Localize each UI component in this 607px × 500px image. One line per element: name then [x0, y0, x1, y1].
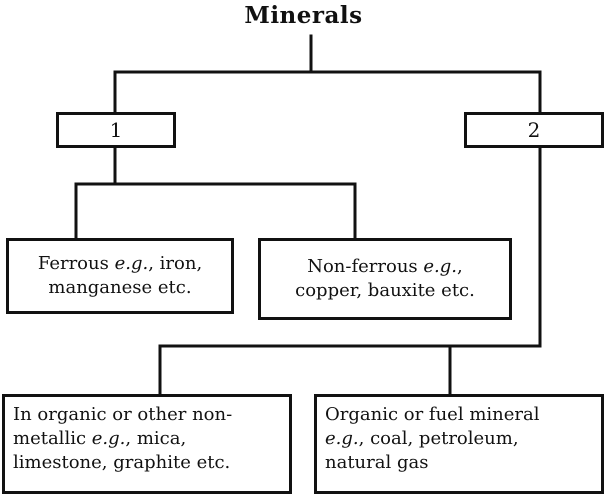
non-ferrous-box: Non-ferrous e.g., copper, bauxite etc.: [258, 238, 512, 320]
ferrous-line-1: Ferrous e.g., iron,: [37, 253, 203, 274]
ferrous-box: Ferrous e.g., iron, manganese etc.: [6, 238, 234, 314]
inorganic-line-2: metallic e.g., mica,: [13, 428, 187, 449]
non-ferrous-line-2: copper, bauxite etc.: [295, 280, 475, 301]
organic-line-1: Organic or fuel mineral: [325, 404, 540, 425]
branch-1-label: 1: [109, 118, 123, 142]
organic-box: Organic or fuel mineral e.g., coal, petr…: [314, 394, 604, 494]
inorganic-box: In organic or other non- metallic e.g., …: [2, 394, 292, 494]
branch-2-box: 2: [464, 112, 604, 148]
non-ferrous-line-1: Non-ferrous e.g.,: [307, 256, 463, 277]
organic-line-3: natural gas: [325, 452, 429, 473]
branch-2-label: 2: [527, 118, 541, 142]
branch-1-box: 1: [56, 112, 176, 148]
inorganic-line-1: In organic or other non-: [13, 404, 233, 425]
ferrous-line-2: manganese etc.: [48, 277, 192, 298]
organic-line-2: e.g., coal, petroleum,: [325, 428, 519, 449]
inorganic-line-3: limestone, graphite etc.: [13, 452, 231, 473]
diagram-title: Minerals: [244, 2, 363, 29]
